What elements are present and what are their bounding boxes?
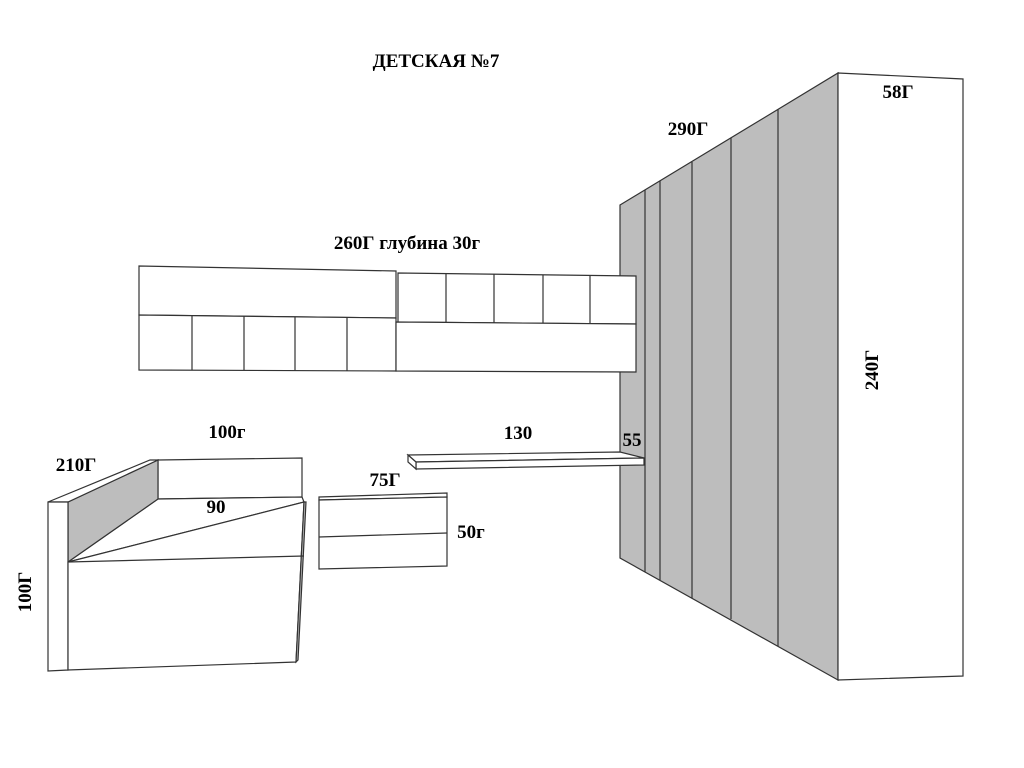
nightstand-body [318, 496, 448, 570]
wardrobe-door-lines [644, 109, 779, 646]
desk-shelf-depth-label: 55 [623, 430, 642, 451]
bed-side-panel [47, 501, 69, 672]
wall-cabinet-right-lower [395, 321, 637, 373]
nightstand: 75Г 50г [318, 470, 485, 570]
bed-mattress-width-label: 90 [207, 497, 226, 518]
wardrobe: 290Г 58Г 240Г [619, 71, 964, 682]
desk-shelf-end [407, 453, 417, 471]
wall-cabinet-left-upper [138, 265, 397, 319]
wall-cabinet-left-lower [138, 314, 397, 372]
wall-cabinet: 260Г глубина 30г [138, 233, 637, 373]
bed-height-label: 100Г [15, 572, 36, 613]
bed-right-edge [295, 501, 307, 664]
wall-cabinet-right-cells [445, 274, 591, 324]
bed-length-label: 210Г [56, 455, 97, 476]
desk-shelf: 130 55 [406, 423, 645, 471]
nightstand-height-label: 50г [457, 522, 485, 543]
wall-cabinet-label: 260Г глубина 30г [334, 233, 481, 254]
wardrobe-depth-label: 58Г [882, 82, 913, 103]
bed: 100г 90 210Г 100Г [15, 422, 307, 672]
nightstand-drawer-line [318, 532, 448, 538]
nightstand-width-label: 75Г [369, 470, 400, 491]
desk-shelf-width-label: 130 [504, 423, 533, 444]
wall-cabinet-right-upper [397, 272, 637, 325]
wardrobe-width-label: 290Г [668, 119, 709, 140]
wardrobe-side [837, 72, 964, 681]
diagram-title: ДЕТСКАЯ №7 [373, 51, 500, 72]
wardrobe-height-label: 240Г [862, 350, 883, 391]
wardrobe-front [619, 71, 839, 682]
bed-back-panel [157, 457, 303, 500]
bed-back-width-label: 100г [208, 422, 246, 443]
wall-cabinet-left-cells [191, 316, 348, 371]
